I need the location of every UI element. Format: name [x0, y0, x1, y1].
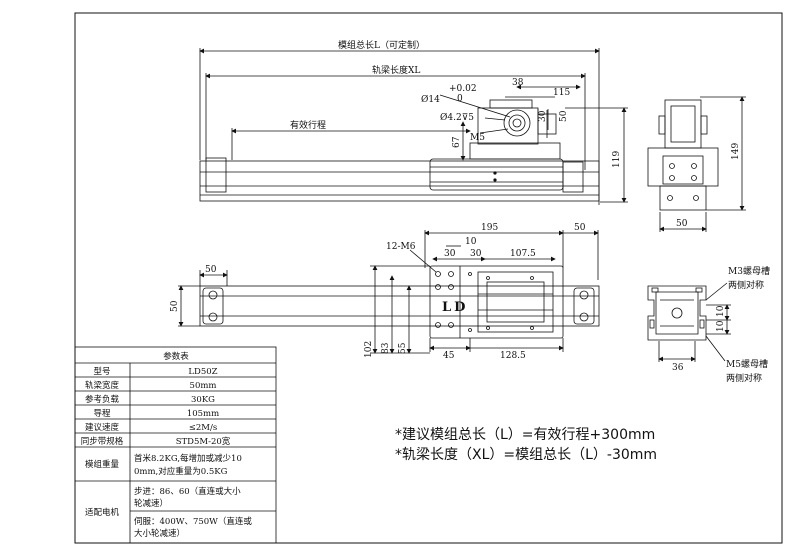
row-label: 参考负载 [85, 394, 120, 405]
dim-tol0: 0 [457, 94, 463, 104]
brand-ld: LD [442, 300, 468, 315]
dim-45: 45 [443, 351, 455, 361]
dim-195: 195 [481, 223, 498, 233]
row-value: STD5M-20宽 [176, 436, 231, 447]
dim-10b: 10 [716, 320, 726, 332]
module-length-label: 模组总长L（可定制） [338, 39, 425, 51]
dim-36: 36 [672, 363, 684, 373]
dim-115: 115 [553, 88, 570, 98]
stepper-text-2: 轮减速） [134, 498, 168, 509]
dim-bore: Ø14 [421, 94, 440, 105]
dim-left-50: 50 [205, 265, 217, 275]
weight-value-2: 0mm,对应重量为0.5KG [134, 466, 228, 477]
end-view [647, 96, 746, 232]
dim-55: 55 [398, 342, 408, 354]
weight-label: 模组重量 [85, 459, 120, 470]
sheet-frame [74, 12, 783, 544]
dim-30a: 30 [444, 249, 456, 259]
dim-tol: +0.02 [449, 84, 477, 94]
stroke-label: 有效行程 [290, 119, 326, 131]
dim-83: 83 [381, 342, 391, 354]
dim-30: 30 [538, 110, 548, 122]
row-label: 建议速度 [85, 422, 120, 433]
dim-149: 149 [731, 143, 741, 160]
dim-128-5: 128.5 [500, 351, 526, 361]
stepper-text-1: 步进：86、60（直连或大小 [134, 486, 241, 497]
dim-m5: M5 [470, 133, 485, 143]
note-line-1: *建议模组总长（L）=有效行程+300mm [395, 427, 655, 443]
m5-label-2: 两侧对称 [726, 372, 762, 384]
dim-38: 38 [512, 78, 524, 88]
motor-label: 适配电机 [85, 507, 120, 518]
row-value: 105mm [187, 409, 219, 419]
m3-label-1: M3螺母槽 [728, 265, 770, 277]
table-title: 参数表 [163, 351, 189, 362]
row-label: 型号 [93, 367, 110, 377]
parameter-table [74, 346, 277, 544]
rail-length-label: 轨梁长度XL [372, 64, 420, 76]
dim-107-5: 107.5 [510, 249, 536, 259]
row-value: ≤2M/s [189, 423, 217, 433]
row-value: 30KG [191, 395, 215, 405]
m3-label-2: 两侧对称 [728, 279, 764, 291]
row-value: LD50Z [188, 367, 217, 377]
dim-30b: 30 [470, 249, 482, 259]
dim-10a: 10 [716, 305, 726, 317]
dim-hole: Ø4.2⊽5 [440, 112, 474, 123]
plan-view [178, 230, 600, 354]
m5-label-1: M5螺母槽 [726, 358, 768, 370]
servo-text-2: 大小轮减速） [134, 528, 185, 539]
dim-50: 50 [559, 110, 569, 122]
row-label: 导程 [93, 409, 111, 419]
row-label: 轨梁宽度 [85, 380, 120, 391]
dim-12-m6: 12-M6 [386, 242, 416, 252]
row-label: 同步带规格 [81, 436, 124, 447]
dim-10: 10 [465, 237, 477, 247]
dim-side-50: 50 [170, 300, 180, 312]
top-side-view [199, 48, 628, 205]
dim-plan-50: 50 [574, 223, 586, 233]
profile-view [647, 282, 731, 362]
note-line-2: *轨梁长度（XL）=模组总长（L）-30mm [395, 447, 657, 463]
row-value: 50mm [190, 381, 217, 391]
weight-value-1: 首米8.2KG,每增加或减少10 [134, 453, 242, 464]
dim-end-50: 50 [676, 219, 688, 229]
dim-67: 67 [452, 136, 462, 148]
dim-119: 119 [612, 151, 622, 168]
dim-102: 102 [364, 341, 374, 358]
table-rows: 型号 LD50Z 轨梁宽度 50mm 参考负载 30KG 导程 105mm 建议… [81, 367, 231, 447]
servo-text-1: 伺服：400W、750W（直连或 [134, 516, 252, 527]
